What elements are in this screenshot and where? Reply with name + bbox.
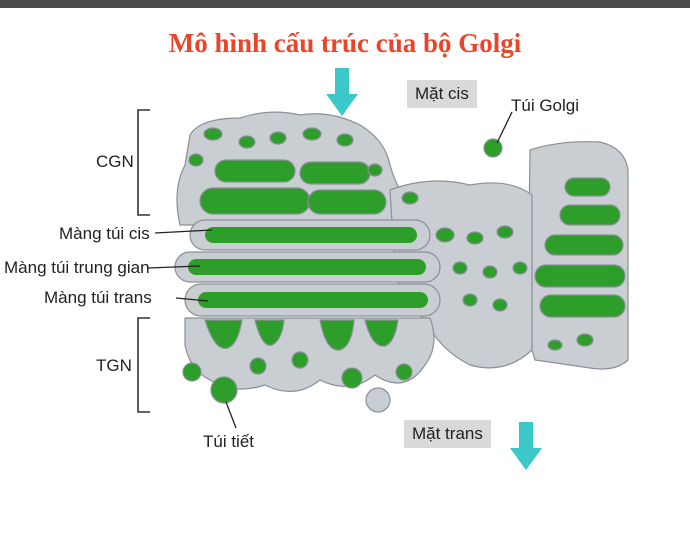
cis-face-label: Mặt cis	[407, 80, 477, 108]
trans-membrane-leader	[175, 297, 209, 302]
golgi-vesicle-label: Túi Golgi	[511, 96, 580, 115]
cgn-label: CGN	[96, 152, 134, 171]
cis-arrow-icon	[326, 68, 358, 116]
tgn-label: TGN	[96, 356, 132, 375]
medial-membrane-leader	[147, 265, 201, 269]
top-bar	[0, 0, 690, 8]
secretory-vesicle-leader	[225, 401, 237, 429]
diagram-title: Mô hình cấu trúc của bộ Golgi	[168, 28, 522, 58]
trans-arrow-icon	[510, 422, 542, 470]
trans-membrane-label: Màng túi trans	[44, 288, 152, 307]
secretory-vesicle-label: Túi tiết	[203, 432, 255, 451]
cis-membrane-label: Màng túi cis	[59, 224, 150, 243]
cis-membrane-leader	[154, 229, 213, 234]
cgn-bracket	[137, 109, 150, 216]
medial-membrane-label: Màng túi trung gian	[4, 258, 150, 277]
golgi-body	[174, 111, 629, 413]
trans-face-label: Mặt trans	[404, 420, 491, 448]
golgi-vesicle-leader	[496, 111, 513, 144]
tgn-bracket	[137, 317, 150, 413]
